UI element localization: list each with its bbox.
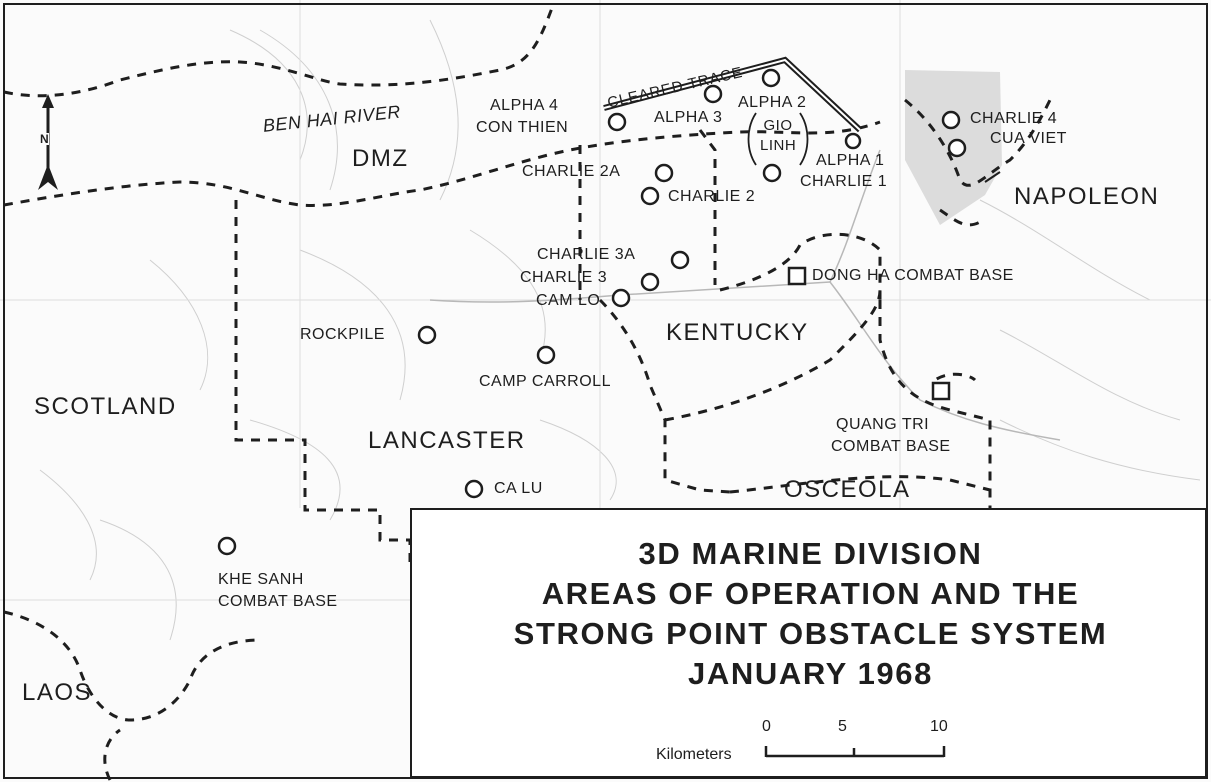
ao-boundaries	[3, 7, 1052, 781]
gio-linh-brackets	[747, 112, 809, 166]
cleared-trace	[603, 56, 863, 133]
title-line-1: 3D MARINE DIVISION	[638, 536, 983, 571]
alpha3-marker	[703, 84, 723, 104]
site-label-cua-viet: CUA VIET	[990, 130, 1067, 147]
scale-bar	[764, 746, 946, 758]
site-label-quang-tri-2: COMBAT BASE	[831, 438, 951, 455]
title-line-2: AREAS OF OPERATION AND THE	[541, 576, 1080, 611]
charlie4-marker	[941, 110, 961, 130]
scale-tick-0: 0	[762, 718, 771, 735]
site-label-ca-lu: CA LU	[494, 480, 543, 497]
area-label-osceola: OSCEOLA	[784, 476, 911, 503]
site-label-alpha4: ALPHA 4	[490, 97, 559, 114]
title-line-3: STRONG POINT OBSTACLE SYSTEM	[513, 616, 1108, 651]
map-frame	[3, 3, 1208, 779]
alpha2-marker	[761, 68, 781, 88]
khe-sanh-marker	[217, 536, 237, 556]
strong-points	[217, 68, 967, 556]
site-label-con-thien: CON THIEN	[476, 119, 569, 136]
charlie1-marker	[762, 163, 782, 183]
quang-tri-marker	[931, 381, 951, 401]
cam-lo-marker	[611, 288, 631, 308]
charlie2-marker	[640, 186, 660, 206]
site-label-charlie4: CHARLIE 4	[970, 110, 1058, 127]
title-line-4: JANUARY 1968	[688, 656, 933, 691]
north-label: N	[40, 132, 50, 146]
site-label-alpha2: ALPHA 2	[738, 94, 807, 111]
site-label-alpha1: ALPHA 1	[816, 152, 885, 169]
site-label-gio: GIO	[763, 117, 793, 134]
cua-viet-tick	[984, 171, 1001, 183]
scale-tick-10: 10	[930, 718, 948, 735]
cua-viet-marker	[947, 138, 967, 158]
ca-lu-marker	[464, 479, 484, 499]
terrain-lines	[39, 19, 1201, 641]
area-label-lancaster: LANCASTER	[368, 427, 526, 454]
site-label-khe-sanh-1: KHE SANH	[218, 571, 304, 588]
alpha1-marker	[844, 132, 862, 150]
site-label-camp-carroll: CAMP CARROLL	[479, 373, 611, 390]
site-label-charlie3a: CHARLIE 3A	[537, 246, 636, 263]
dong-ha-marker	[787, 266, 807, 286]
rockpile-marker	[417, 325, 437, 345]
site-label-khe-sanh-2: COMBAT BASE	[218, 593, 338, 610]
area-label-kentucky: KENTUCKY	[666, 319, 809, 346]
site-label-rockpile: ROCKPILE	[300, 326, 385, 343]
site-label-charlie1: CHARLIE 1	[800, 173, 888, 190]
site-label-charlie3: CHARLIE 3	[520, 269, 608, 286]
site-label-dong-ha: DONG HA COMBAT BASE	[812, 267, 1014, 284]
site-label-alpha3: ALPHA 3	[654, 109, 723, 126]
title-box: 3D MARINE DIVISION AREAS OF OPERATION AN…	[410, 508, 1207, 778]
area-label-dmz: DMZ	[352, 145, 409, 172]
site-label-quang-tri-1: QUANG TRI	[836, 416, 930, 433]
grid-lines	[0, 0, 1211, 601]
site-label-charlie2: CHARLIE 2	[668, 188, 756, 205]
camp-carroll-marker	[536, 345, 556, 365]
site-label-linh: LINH	[760, 137, 797, 154]
charlie2a-marker	[654, 163, 674, 183]
alpha4-marker	[607, 112, 627, 132]
area-label-napoleon: NAPOLEON	[1014, 183, 1160, 210]
scale-unit-label: Kilometers	[656, 746, 732, 763]
charlie3-marker	[640, 272, 660, 292]
charlie3a-marker	[670, 250, 690, 270]
combat-bases	[787, 266, 951, 401]
area-label-scotland: SCOTLAND	[34, 393, 177, 420]
site-label-cam-lo: CAM LO	[536, 292, 601, 309]
scale-tick-5: 5	[838, 718, 847, 735]
site-label-charlie2a: CHARLIE 2A	[522, 163, 621, 180]
area-label-laos: LAOS	[22, 679, 93, 706]
